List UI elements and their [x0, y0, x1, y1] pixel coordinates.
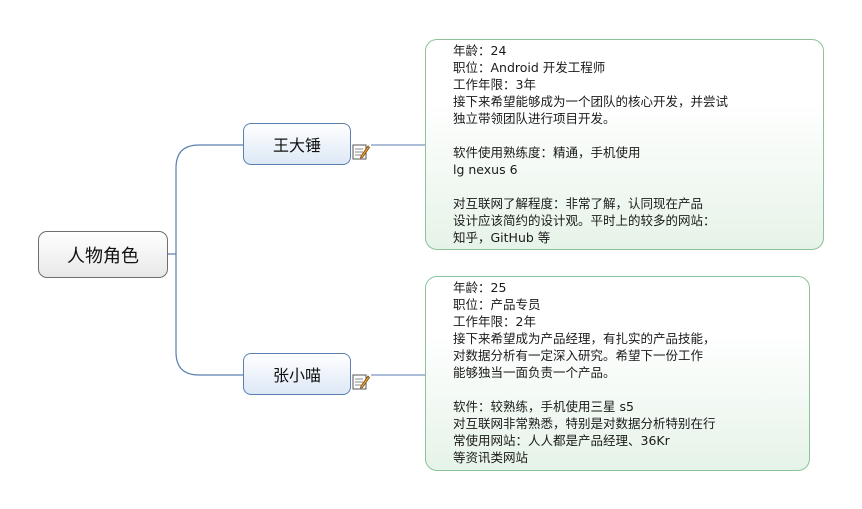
note-line: 能够独当一面负责一个产品。	[453, 365, 616, 380]
note-line: 年龄：25	[453, 280, 507, 295]
note-line	[453, 127, 813, 144]
note-line: 职位：产品专员	[453, 297, 541, 312]
note-line: lg nexus 6	[453, 162, 518, 177]
note-line: 接下来希望成为产品经理，有扎实的产品技能，	[453, 331, 716, 346]
note-line	[453, 178, 813, 195]
subtopic-wang-dachui[interactable]: 王大锤	[243, 123, 351, 165]
note-line: 职位：Android 开发工程师	[453, 60, 606, 75]
note-line: 工作年限：3年	[453, 77, 536, 92]
note-line: 接下来希望能够成为一个团队的核心开发，并尝试	[453, 94, 729, 109]
note-line: 软件使用熟练度：精通，手机使用	[453, 145, 641, 160]
note-panel-zhang-xiaomiao: 年龄：25 职位：产品专员 工作年限：2年 接下来希望成为产品经理，有扎实的产品…	[425, 276, 810, 471]
subtopic-label: 张小喵	[272, 366, 321, 385]
note-line: 知乎，GitHub 等	[453, 230, 551, 245]
note-line: 设计应该简约的设计观。平时上的较多的网站：	[453, 213, 716, 228]
root-topic-label: 人物角色	[67, 245, 139, 267]
root-connector	[175, 254, 243, 376]
note-line: 独立带领团队进行项目开发。	[453, 111, 616, 126]
note-edit-icon[interactable]	[352, 143, 370, 160]
root-topic[interactable]: 人物角色	[38, 231, 168, 278]
subtopic-label: 王大锤	[272, 136, 321, 155]
note-line: 对互联网非常熟悉，特别是对数据分析特别在行	[453, 416, 716, 431]
note-panel-wang-dachui: 年龄：24 职位：Android 开发工程师 工作年限：3年 接下来希望能够成为…	[425, 39, 824, 250]
note-line: 对互联网了解程度：非常了解，认同现在产品	[453, 196, 704, 211]
subtopic-zhang-xiaomiao[interactable]: 张小喵	[243, 353, 351, 395]
note-line: 工作年限：2年	[453, 314, 536, 329]
note-line: 对数据分析有一定深入研究。希望下一份工作	[453, 348, 704, 363]
note-line: 年龄：24	[453, 43, 507, 58]
note-line: 常使用网站：人人都是产品经理、36Kr	[453, 433, 670, 448]
root-connector	[168, 144, 243, 255]
note-line: 等资讯类网站	[453, 450, 529, 465]
note-line	[453, 381, 799, 398]
note-edit-icon[interactable]	[352, 373, 370, 390]
note-line: 软件：较熟练，手机使用三星 s5	[453, 399, 634, 414]
